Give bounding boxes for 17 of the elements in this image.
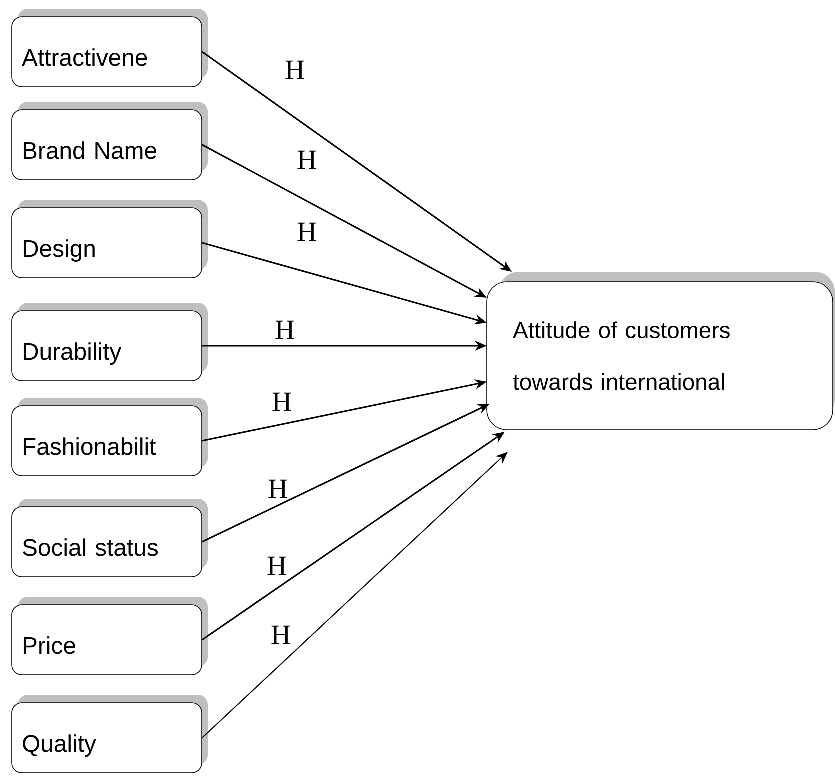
edge-label: H — [284, 60, 306, 80]
edge-label: H — [266, 478, 290, 500]
factor-box: Attractivene — [12, 9, 208, 88]
edge-label: H — [296, 222, 318, 242]
factor-box: Fashionabilit — [12, 398, 208, 476]
factor-box: Durability — [12, 303, 208, 382]
factor-box: Brand Name — [12, 102, 208, 180]
factor-box: Price — [12, 597, 208, 676]
factor-box: Quality — [12, 695, 208, 774]
edge-label: H — [270, 624, 292, 646]
edge-label: H — [266, 556, 288, 576]
factor-box: Design — [12, 200, 208, 278]
edge-label: H — [274, 320, 296, 340]
edge-label: H — [296, 150, 318, 170]
factor-box: Social status — [12, 499, 208, 578]
outcome-box: Attitude of customers towards international — [486, 272, 835, 430]
edge-label: H — [270, 392, 294, 412]
